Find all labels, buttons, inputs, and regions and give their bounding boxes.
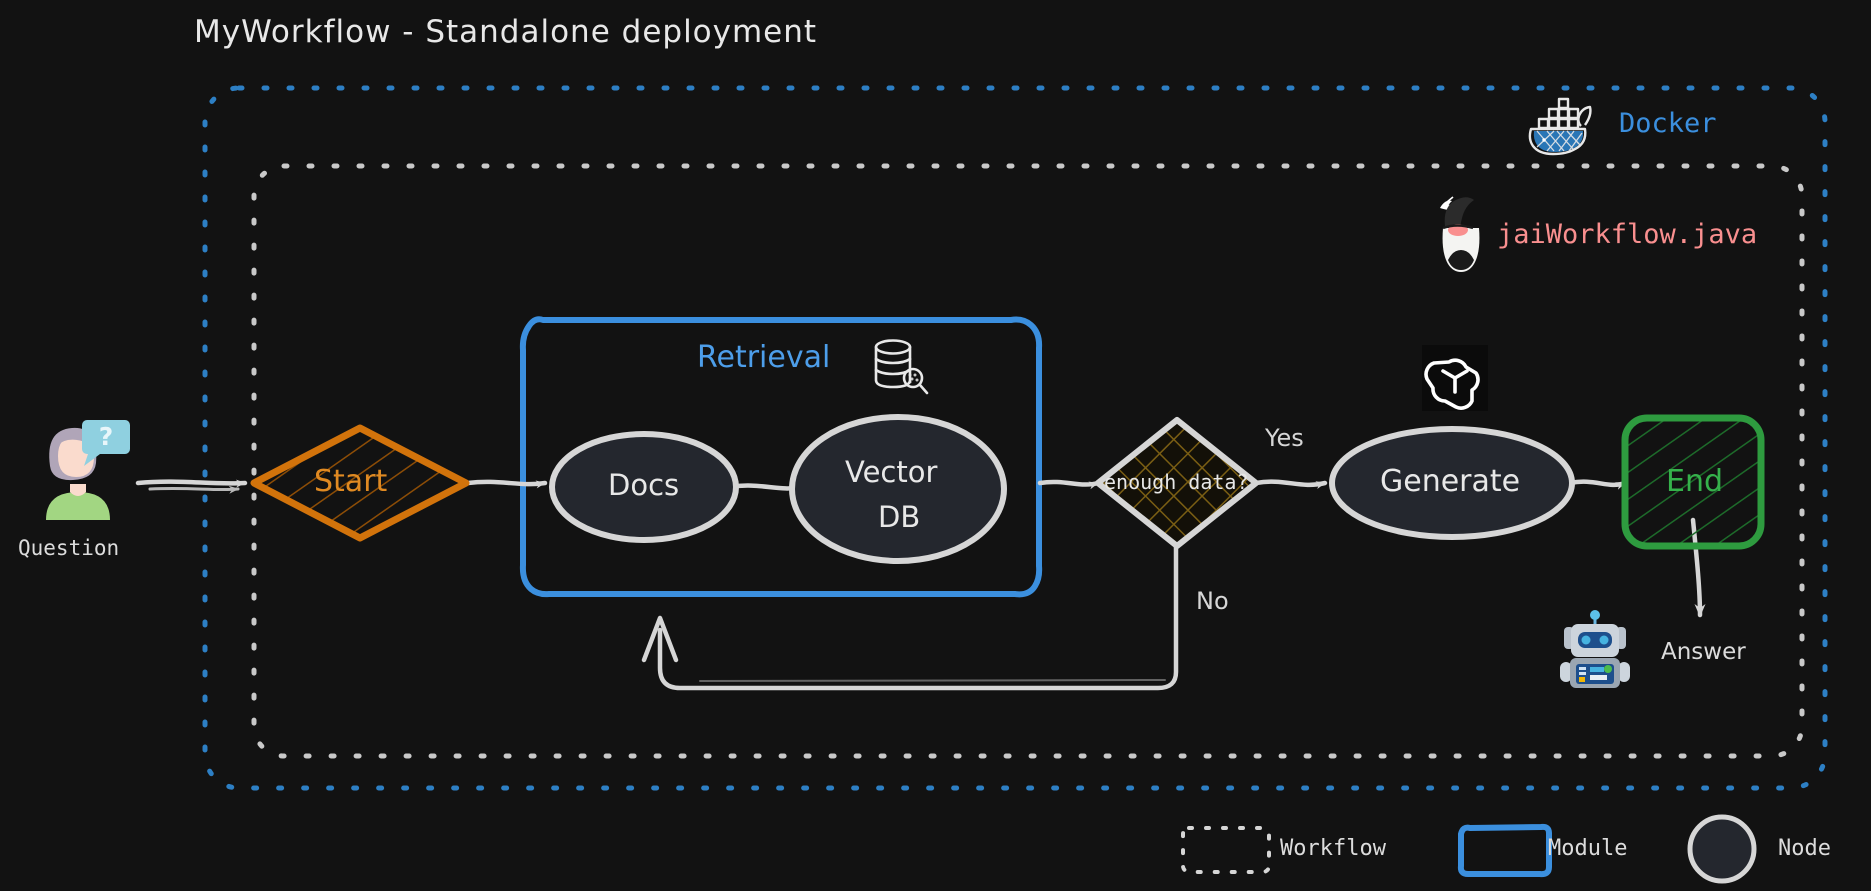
io-label-answer: Answer <box>1661 639 1746 665</box>
person-question-icon: ? <box>46 420 130 520</box>
svg-text:?: ? <box>99 422 114 451</box>
workflow-container <box>251 163 1805 759</box>
node-label-generate: Generate <box>1380 464 1521 499</box>
edge-generate-end <box>1567 479 1628 490</box>
workflow-file-label: jaiWorkflow.java <box>1497 219 1758 250</box>
node-decision[interactable] <box>1095 417 1259 549</box>
edge-module-decision <box>1037 479 1101 490</box>
docker-container <box>202 85 1828 791</box>
node-label-end: End <box>1666 464 1724 499</box>
node-start[interactable] <box>250 424 470 542</box>
node-label-decision: enough data? <box>1104 470 1249 494</box>
node-label-docs: Docs <box>608 468 680 502</box>
legend-node-swatch <box>1687 814 1757 884</box>
edge-decision-loop-no <box>657 542 1179 691</box>
retrieval-module <box>519 316 1043 598</box>
node-vectordb[interactable] <box>789 414 1007 564</box>
edge-question-start-2 <box>148 485 240 494</box>
java-duke-icon <box>1440 196 1480 272</box>
database-search-icon <box>874 339 929 395</box>
legend-label-workflow: Workflow <box>1280 836 1386 861</box>
edge-loop-arrowhead <box>641 615 679 663</box>
node-end[interactable] <box>1621 414 1765 550</box>
legend-label-module: Module <box>1548 836 1628 861</box>
legend-module-swatch <box>1457 823 1552 878</box>
node-label-vectordb-line1: Vector <box>845 455 938 489</box>
docker-label: Docker <box>1619 108 1717 139</box>
node-docs[interactable] <box>549 431 739 543</box>
edge-start-docs <box>465 479 548 489</box>
node-label-vectordb-line2: DB <box>878 500 921 534</box>
edge-label-yes: Yes <box>1265 424 1304 452</box>
legend-workflow-swatch <box>1181 826 1271 874</box>
node-label-start: Start <box>314 464 388 499</box>
io-label-question: Question <box>18 536 120 560</box>
edge-label-no: No <box>1196 587 1229 615</box>
openai-logo-icon <box>1422 345 1488 411</box>
docker-whale-icon <box>1528 97 1592 156</box>
edge-loop-sketch-dup <box>699 679 1166 682</box>
node-generate[interactable] <box>1329 426 1575 540</box>
edge-decision-generate-yes <box>1253 479 1328 489</box>
module-label-retrieval: Retrieval <box>697 340 831 375</box>
page-title: MyWorkflow - Standalone deployment <box>194 14 818 50</box>
robot-icon <box>1560 610 1630 688</box>
edge-question-start <box>135 479 248 488</box>
legend-label-node: Node <box>1778 836 1831 861</box>
